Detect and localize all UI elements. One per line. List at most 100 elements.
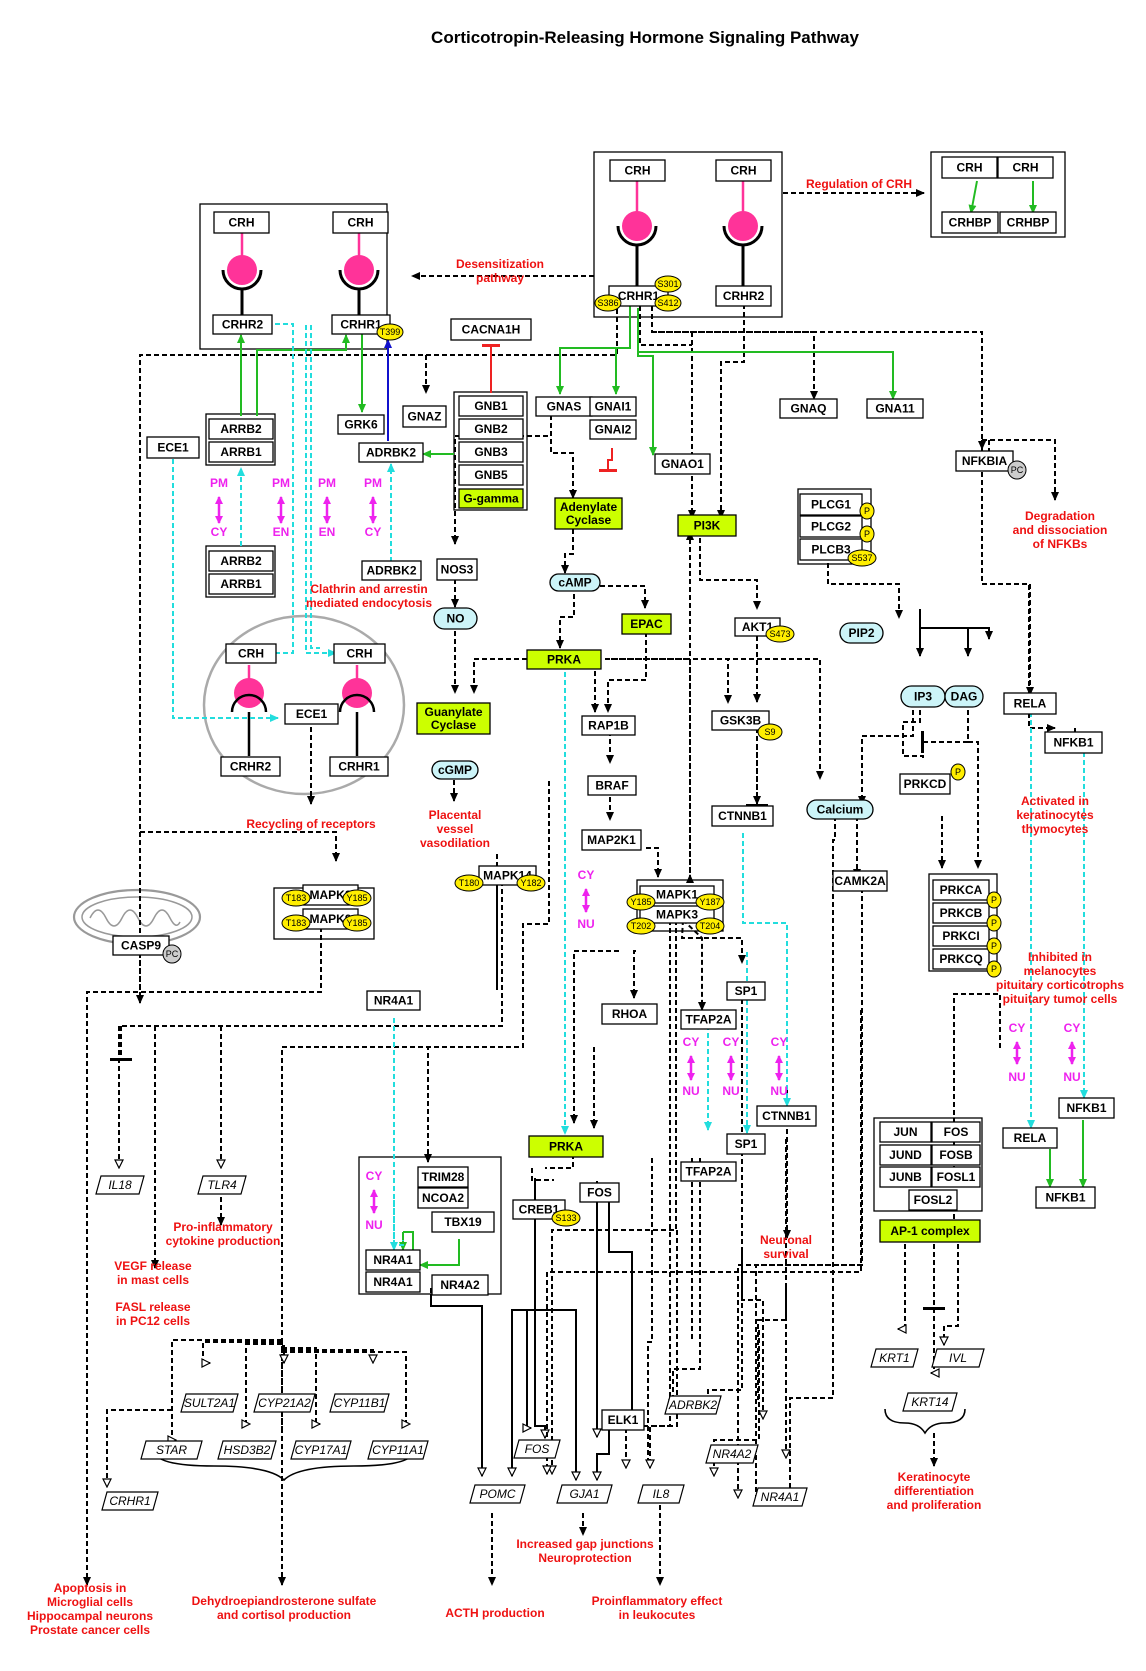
- node-nr4a1_b: NR4A1: [365, 1249, 421, 1271]
- node-prkcq: PRKCQ: [932, 948, 990, 970]
- node-ip3: IP3: [900, 685, 946, 708]
- site-label: Y187: [699, 897, 720, 907]
- node-crh_a: CRH: [609, 159, 666, 182]
- node-label: GNAO1: [661, 457, 704, 471]
- site-t202: T202: [626, 917, 656, 935]
- node-label: GJA1: [569, 1487, 599, 1501]
- node-crh_e: CRH: [941, 156, 998, 179]
- node-label: GNB5: [474, 468, 508, 482]
- annotation-acth: ACTH production: [445, 1606, 544, 1620]
- svg-text:NU: NU: [1008, 1070, 1025, 1084]
- svg-text:CY: CY: [365, 525, 382, 539]
- edges-red: [482, 344, 617, 472]
- node-label: PLCG2: [811, 520, 851, 534]
- node-label: CRH: [347, 647, 373, 661]
- compartment-arrows: [215, 496, 1076, 1214]
- node-tfap2a_a: TFAP2A: [680, 1009, 737, 1030]
- site-y187: Y187: [695, 893, 725, 911]
- site-label: S537: [851, 553, 872, 563]
- node-label: FOSL1: [937, 1170, 976, 1184]
- node-nos3: NOS3: [436, 558, 478, 581]
- site-label: T202: [631, 921, 652, 931]
- node-label: CACNA1H: [462, 323, 521, 337]
- svg-text:PM: PM: [318, 476, 336, 490]
- svg-text:CY: CY: [1064, 1021, 1081, 1035]
- node-gnaz: GNAZ: [402, 405, 447, 428]
- svg-text:NU: NU: [577, 917, 594, 931]
- node-tbx19: TBX19: [431, 1211, 495, 1233]
- node-adrbk2_b: ADRBK2: [361, 560, 422, 581]
- node-cgmp: cGMP: [431, 760, 479, 780]
- svg-text:CY: CY: [211, 525, 228, 539]
- site-label: P: [864, 506, 870, 516]
- svg-text:NU: NU: [365, 1218, 382, 1232]
- site-label: S301: [657, 279, 678, 289]
- node-label: MAP2K1: [587, 833, 636, 847]
- node-label: GRK6: [344, 418, 378, 432]
- node-arrb2_b: ARRB2: [208, 550, 274, 572]
- node-label: NR4A2: [440, 1278, 480, 1292]
- node-gnao1: GNAO1: [654, 453, 711, 475]
- node-krt14: KRT14: [902, 1392, 958, 1412]
- site-s537: S537: [847, 549, 877, 567]
- node-braf: BRAF: [587, 775, 637, 796]
- node-arrb2_a: ARRB2: [208, 418, 274, 440]
- node-label: ADRBK2: [366, 564, 416, 578]
- node-adrbk2_a: ADRBK2: [358, 442, 424, 463]
- node-label: GSK3B: [720, 714, 762, 728]
- node-camk2a: CAMK2A: [832, 870, 888, 892]
- site-pc2: PC: [162, 944, 182, 964]
- node-ivl: IVL: [931, 1348, 985, 1368]
- node-fos_b: FOS: [579, 1182, 620, 1203]
- node-label: PRKA: [547, 653, 581, 667]
- node-label: JUNB: [889, 1170, 922, 1184]
- node-label: CRH: [229, 216, 255, 230]
- node-elk1: ELK1: [601, 1409, 645, 1431]
- node-prka_a: PRKA: [526, 649, 602, 670]
- node-ctnnb1_a: CTNNB1: [711, 805, 774, 827]
- node-label: PI3K: [694, 519, 721, 533]
- node-camp: cAMP: [549, 573, 601, 592]
- node-label: CRH: [1013, 161, 1039, 175]
- site-y185b: Y185: [342, 914, 372, 932]
- node-crh_b: CRH: [715, 159, 772, 182]
- svg-text:EN: EN: [319, 525, 336, 539]
- compartment-label-ph3: PM EN: [318, 476, 336, 539]
- node-label: RELA: [1014, 697, 1047, 711]
- node-label: cAMP: [558, 576, 591, 590]
- node-gnas: GNAS: [535, 396, 593, 417]
- node-label: CRH: [731, 164, 757, 178]
- node-rela_b: RELA: [1002, 1127, 1058, 1149]
- node-label: CTNNB1: [718, 809, 767, 823]
- svg-text:CY: CY: [723, 1035, 740, 1049]
- node-label: AP-1 complex: [890, 1224, 970, 1238]
- site-label: T183: [286, 893, 307, 903]
- site-y185c: Y185: [626, 893, 656, 911]
- node-label: CRHBP: [949, 216, 992, 230]
- node-label: CYP11B1: [334, 1396, 386, 1410]
- node-label: CRHR1: [340, 318, 382, 332]
- site-p4: P: [986, 891, 1002, 909]
- edges-dashed: [83, 189, 1076, 1586]
- annotation-recycling: Recycling of receptors: [246, 817, 376, 831]
- node-prka_b: PRKA: [528, 1135, 604, 1158]
- node-label: TFAP2A: [685, 1013, 731, 1027]
- svg-text:PM: PM: [272, 476, 290, 490]
- node-label: ECE1: [296, 707, 328, 721]
- node-fosb: FOSB: [931, 1144, 981, 1166]
- node-label: KRT1: [879, 1351, 909, 1365]
- node-label: SP1: [735, 1137, 758, 1151]
- node-creb1: CREB1: [512, 1199, 566, 1220]
- node-nfkbia: NFKBIA: [955, 450, 1014, 472]
- node-epac: EPAC: [621, 613, 672, 635]
